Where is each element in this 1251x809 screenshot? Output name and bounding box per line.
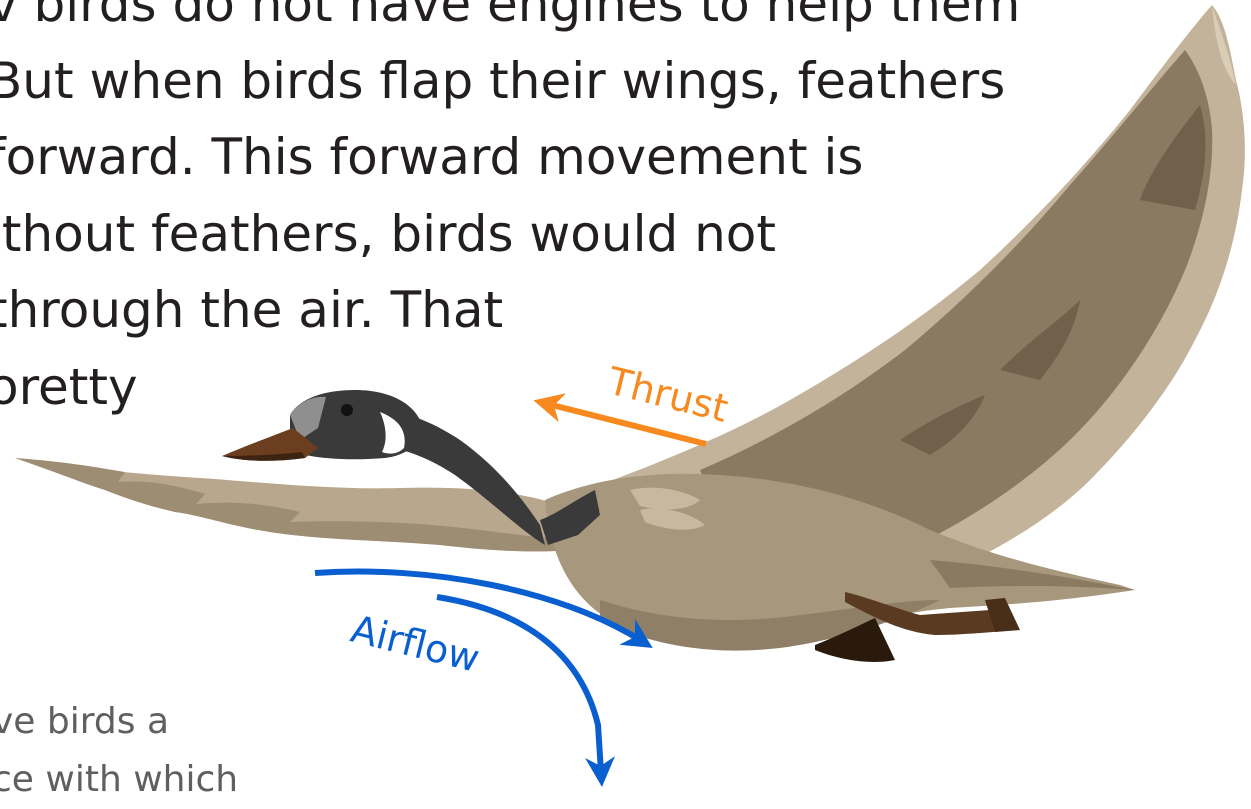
airflow-arrow-down <box>437 597 601 772</box>
